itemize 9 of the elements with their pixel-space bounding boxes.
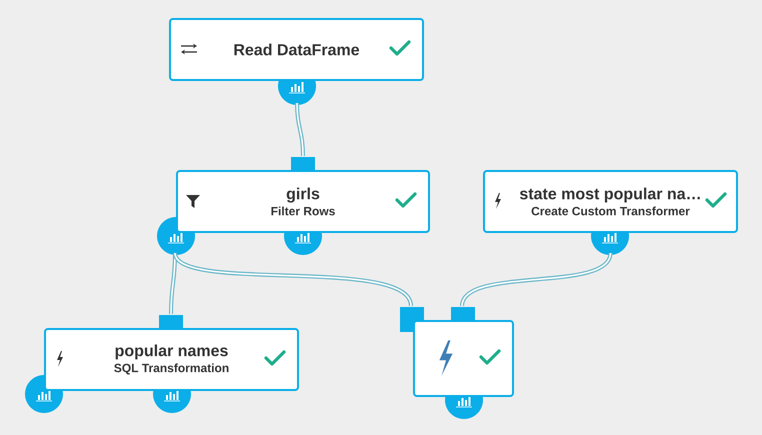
process-box: girls Filter Rows [176,170,430,233]
process-box: Read DataFrame [169,18,424,81]
process-box: popular names SQL Transformation [44,328,299,391]
connector [169,252,177,314]
process-box: state most popular na… Create Custom Transformer [483,170,738,233]
transform-box [413,320,514,397]
connector [460,252,612,307]
connector [173,252,413,307]
connector [295,102,305,156]
